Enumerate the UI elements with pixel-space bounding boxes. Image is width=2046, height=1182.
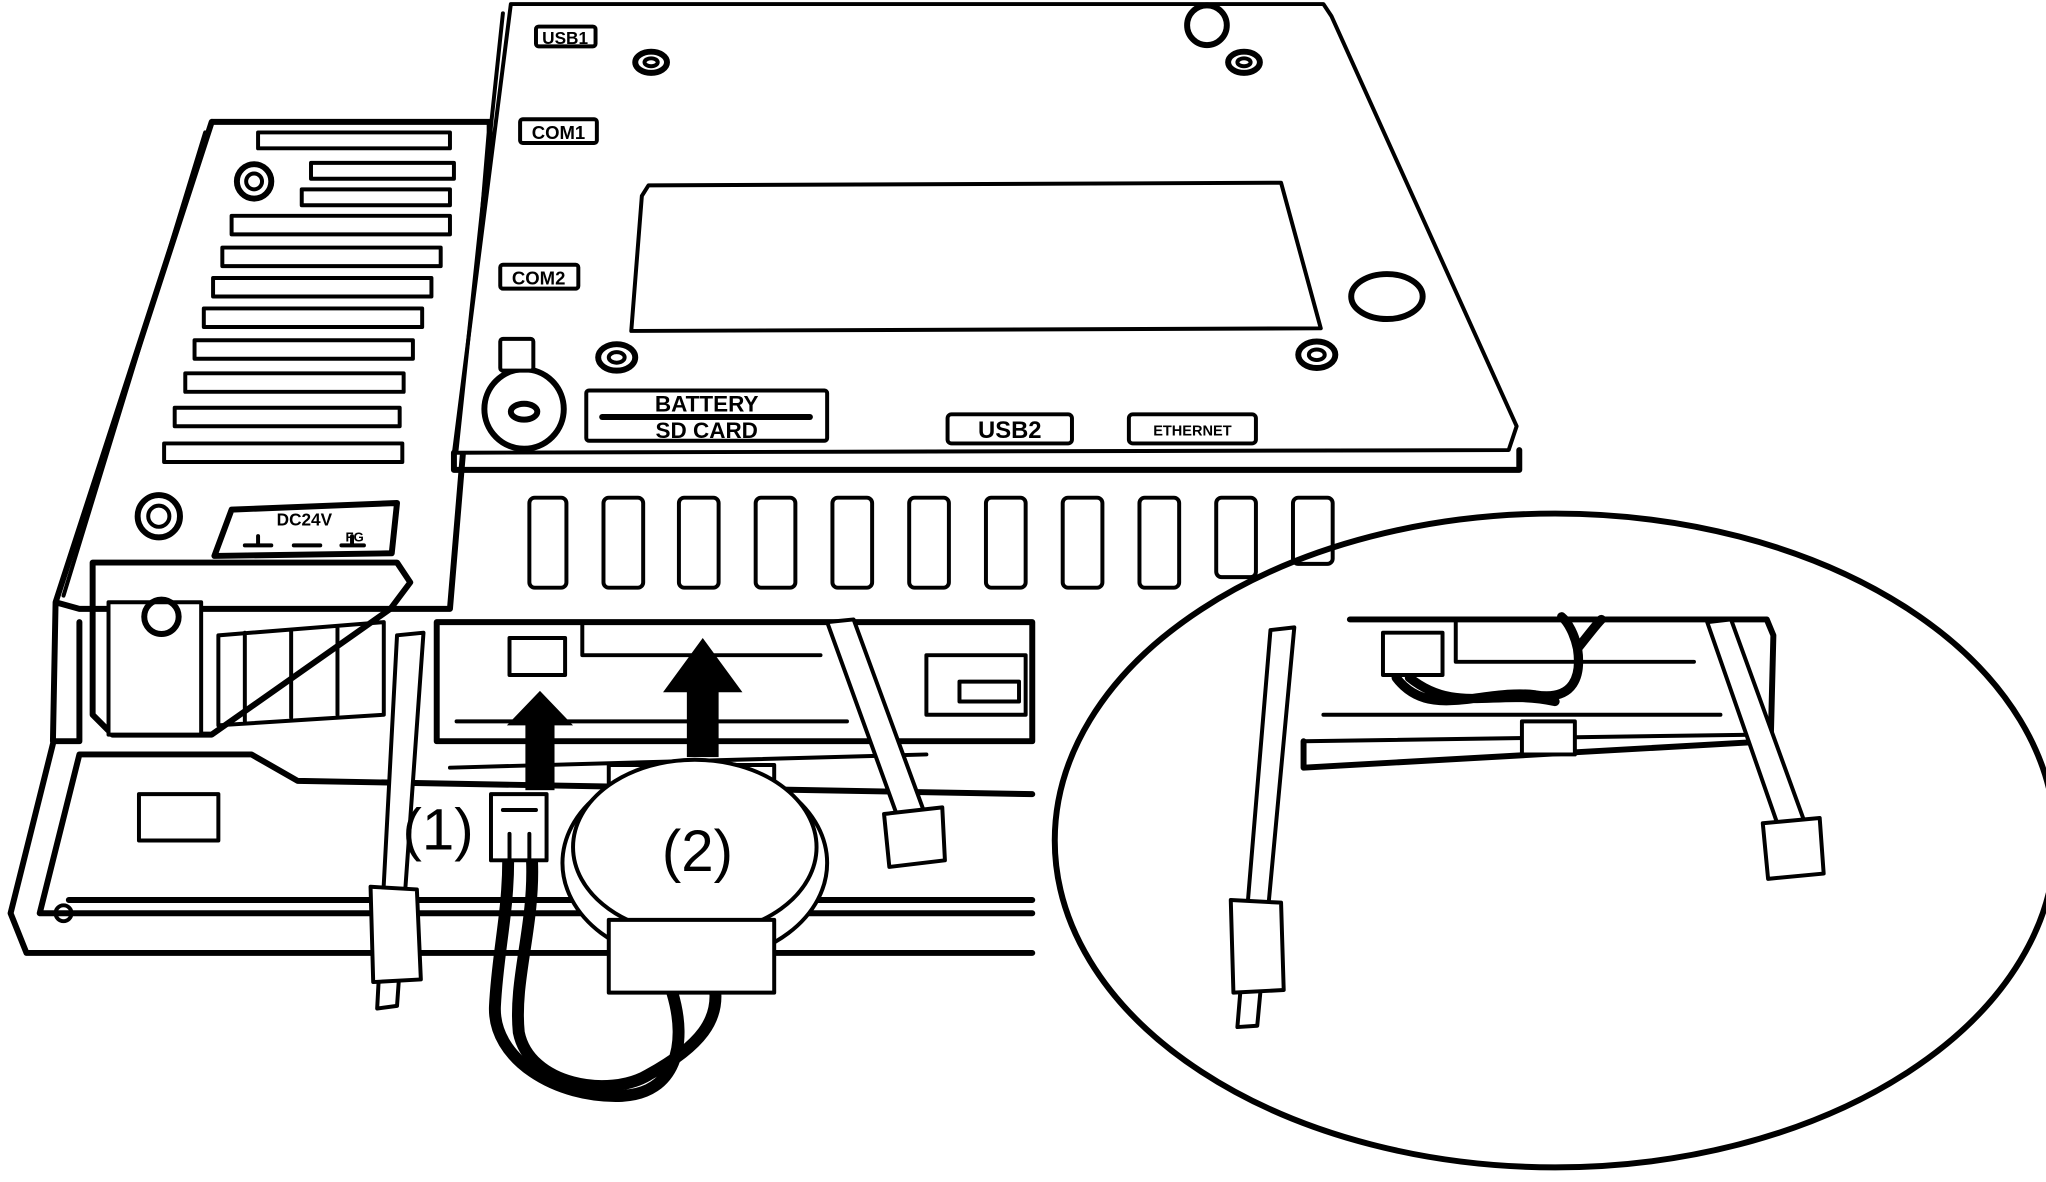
battery-connector: [489, 792, 549, 863]
side-housing: DC24V FG: [49, 118, 493, 745]
fg-label: FG: [345, 529, 363, 544]
mount-hole: [1184, 2, 1230, 49]
ethernet-label: ETHERNET: [1126, 412, 1258, 446]
usb1-label: USB1: [533, 24, 598, 49]
com2-label: COM2: [498, 262, 581, 291]
battery-socket: [507, 635, 568, 678]
svg-text:ETHERNET: ETHERNET: [1153, 423, 1232, 439]
svg-text:BATTERY: BATTERY: [655, 392, 759, 417]
power-label: DC24V: [277, 509, 333, 529]
display-window: [629, 180, 1323, 333]
insert-arrow-battery: [663, 637, 743, 758]
svg-text:SD CARD: SD CARD: [655, 418, 757, 443]
svg-text:USB1: USB1: [542, 28, 588, 48]
com1-label: COM1: [518, 117, 599, 146]
screw-hole: [233, 161, 275, 202]
battery: [560, 757, 830, 995]
callout-step-2: (2): [662, 819, 733, 884]
latch-slot: [136, 792, 221, 843]
mount-hole: [1348, 271, 1426, 323]
bottom-vents: [527, 495, 1335, 590]
svg-text:COM2: COM2: [512, 268, 566, 289]
rear-panel: USB1 COM1 COM2 BATTERY SD CARD USB2 ETHE…: [450, 2, 1523, 590]
battery-compartment: (1) (2): [368, 617, 1036, 1102]
usb2-label: USB2: [945, 412, 1074, 446]
svg-text:COM1: COM1: [532, 122, 586, 143]
sd-icon: [498, 336, 536, 373]
power-terminal: [106, 600, 204, 737]
svg-text:USB2: USB2: [978, 417, 1042, 444]
callout-step-1: (1): [402, 798, 473, 863]
detail-view: [1051, 510, 2046, 1171]
insert-arrow-connector: [506, 690, 574, 791]
screw-hole: [134, 492, 183, 541]
detail-cover-right: [1705, 617, 1809, 834]
detail-battery-cable: [1391, 612, 1606, 707]
battery-sd-card-label: BATTERY SD CARD: [584, 388, 830, 443]
power-label-plate: DC24V FG: [211, 500, 401, 559]
side-vents: [162, 130, 456, 464]
battery-cable: [488, 854, 722, 1102]
front-bezel: [7, 740, 1036, 956]
detail-battery-socket: [1380, 630, 1445, 678]
